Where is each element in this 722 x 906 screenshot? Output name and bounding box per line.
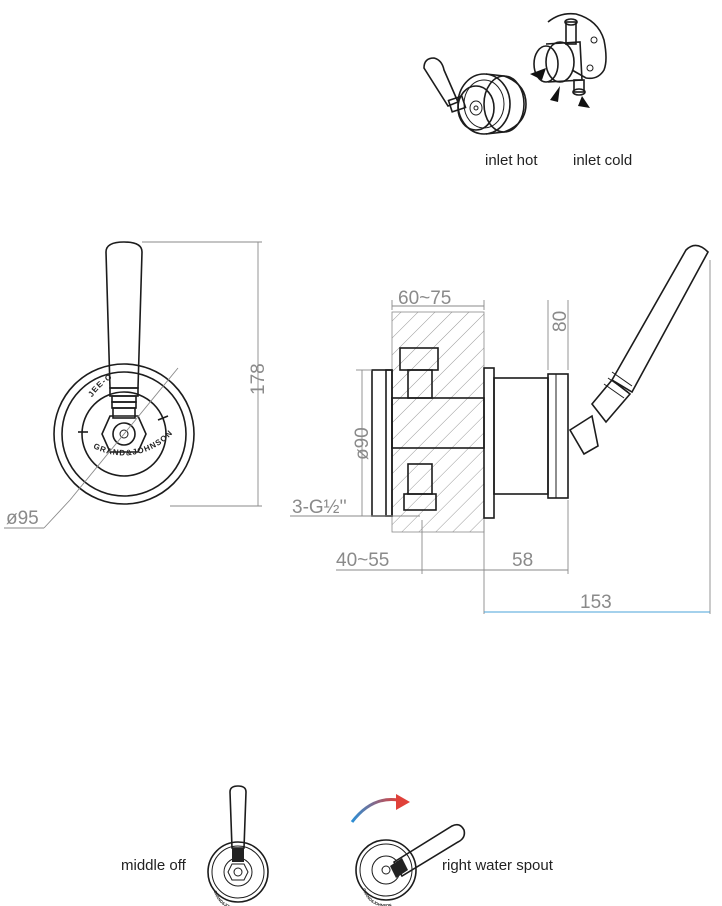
iso-inlet-arrows bbox=[530, 68, 590, 108]
label-inlet-cold: inlet cold bbox=[573, 152, 632, 169]
label-middle-off: middle off bbox=[121, 857, 187, 874]
iso-valve-body bbox=[457, 73, 527, 135]
side-view: 60~75 80 ø90 3-G½'' 40~55 58 153 bbox=[290, 244, 711, 614]
side-front-plate bbox=[483, 367, 495, 519]
rotation-arrow-icon bbox=[350, 794, 410, 823]
state-middle-off: GRAND&JOHNSON bbox=[207, 785, 269, 906]
iso-wall-box bbox=[533, 12, 607, 96]
dim-projection: 58 bbox=[512, 550, 533, 571]
iso-handle bbox=[423, 57, 467, 113]
dim-clearance: 80 bbox=[550, 311, 571, 332]
dim-wall-depth: 60~75 bbox=[398, 288, 451, 309]
side-handle bbox=[568, 244, 709, 456]
label-right-water-spout: right water spout bbox=[442, 857, 554, 874]
dim-total: 153 bbox=[580, 592, 612, 613]
front-spindle bbox=[112, 422, 136, 446]
dim-body-diameter: ø90 bbox=[352, 427, 373, 460]
isometric-view bbox=[423, 12, 607, 135]
front-plate-outer bbox=[53, 363, 195, 505]
dim-min-depth: 40~55 bbox=[336, 550, 389, 571]
side-trim bbox=[493, 377, 549, 495]
side-back-flange bbox=[371, 369, 393, 517]
dim-connection: 3-G½'' bbox=[292, 497, 347, 518]
wall-section bbox=[391, 311, 485, 533]
front-plate-center bbox=[81, 391, 167, 477]
dim-plate-diameter: ø95 bbox=[6, 508, 39, 529]
svg-text:GRAND&JOHNSON: GRAND&JOHNSON bbox=[362, 888, 392, 906]
front-plate-inner bbox=[61, 371, 187, 497]
front-view: GRAND&JOHNSON JEE-O 178 ø95 bbox=[4, 241, 269, 529]
dim-height: 178 bbox=[248, 363, 269, 395]
label-inlet-hot: inlet hot bbox=[485, 152, 538, 169]
front-handle bbox=[105, 241, 143, 419]
front-hex-nut bbox=[101, 415, 147, 453]
